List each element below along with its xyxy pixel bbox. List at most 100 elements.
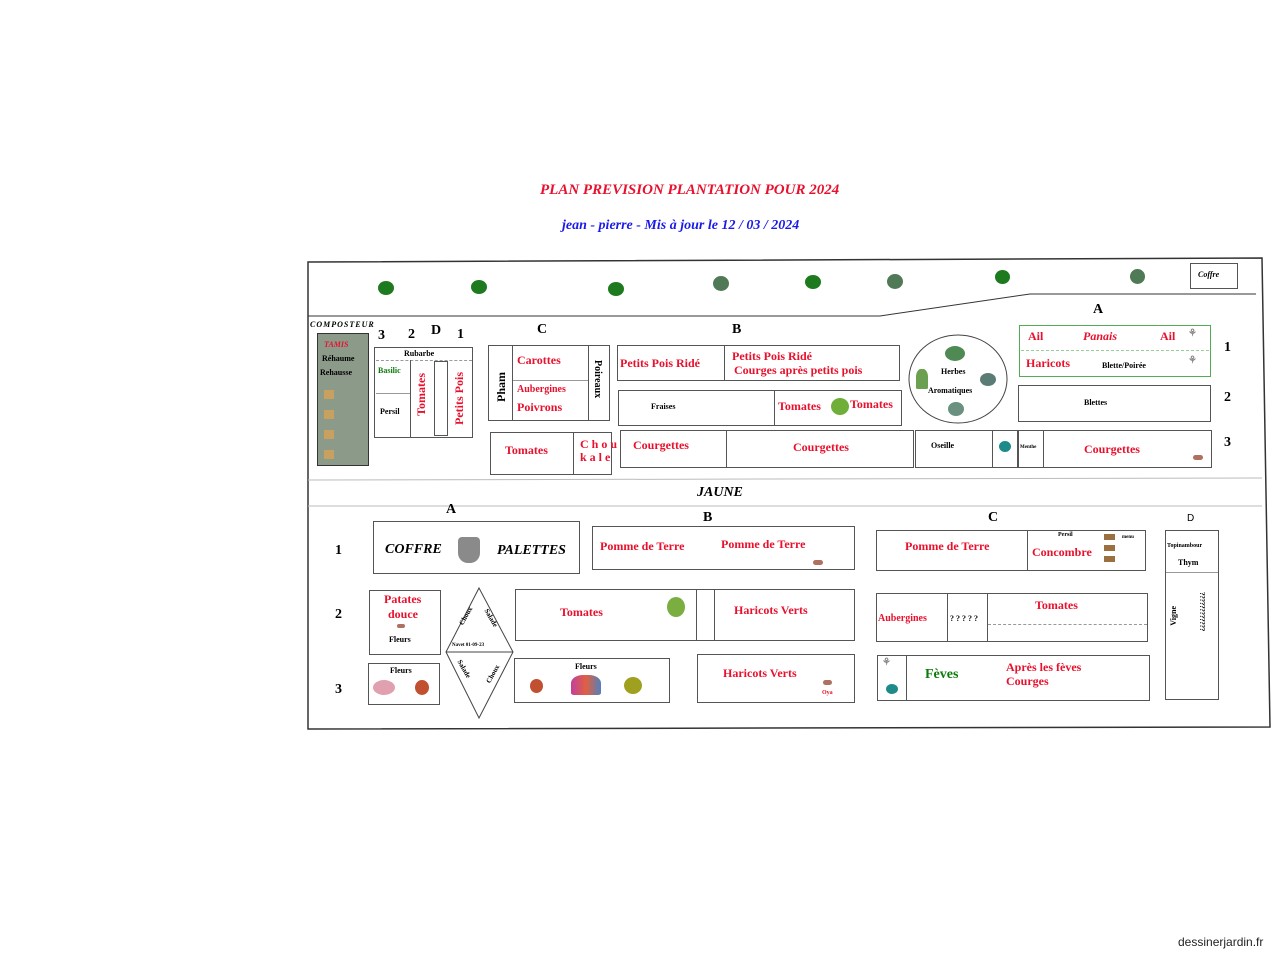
vigne-plants: ? ? ? ? ? ? ? ? ? ? ? ? (1198, 592, 1206, 631)
palettes-label: PALETTES (497, 543, 566, 558)
tomates-c3-label: Tomates (505, 443, 548, 457)
questions-label: ? ? ? ? ? (950, 614, 978, 623)
bed-a-2[interactable] (1018, 385, 1211, 422)
tomates-c2-label: Tomates (1035, 598, 1078, 612)
tree-icon (471, 280, 487, 294)
fleurs-1-label: Fleurs (389, 635, 411, 644)
tree-icon (995, 270, 1010, 284)
divider (988, 624, 1147, 625)
patates-label: Patates (384, 592, 422, 606)
douce-label: douce (388, 607, 418, 621)
apres-feves-label: Après les fèves (1006, 660, 1082, 674)
page-subtitle: jean - pierre - Mis à jour le 12 / 03 / … (562, 218, 800, 233)
oya-label: Oya (822, 690, 833, 696)
divider (1043, 431, 1044, 467)
bed-c2-bottom[interactable] (876, 593, 1148, 642)
oya-icon (813, 560, 823, 565)
vigne-label: Vigne (1169, 606, 1178, 626)
col-3-label: 3 (378, 328, 385, 343)
row-1-label: 1 (1224, 340, 1231, 355)
bed-b-3[interactable] (620, 430, 914, 468)
divider (906, 656, 907, 700)
bed-b-2[interactable] (618, 390, 902, 426)
flower-icon (571, 675, 601, 695)
basilic-label: Basilic (378, 366, 401, 375)
semis-date-label: Navet 01-09-23 (452, 643, 485, 648)
pham-label: Pham (494, 372, 508, 402)
divider (774, 391, 775, 425)
concombre-label: Concombre (1032, 545, 1092, 559)
bottom-col-a-label: A (446, 502, 457, 517)
col-d-label: D (431, 323, 442, 338)
poivrons-label: Poivrons (517, 400, 563, 414)
bed-b-1[interactable] (617, 345, 900, 381)
composteur-label: COMPOSTEUR (310, 320, 375, 329)
divider (724, 346, 725, 380)
sprout-icon: ⚘ (1188, 355, 1197, 366)
haricots-label: Haricots (1026, 356, 1070, 370)
petits-pois-ride-label-2: Petits Pois Ridé (732, 349, 812, 363)
col-c-label: C (537, 322, 548, 337)
bed-b2-bottom[interactable] (515, 589, 855, 641)
bed-a-3[interactable] (1018, 430, 1212, 468)
herbes-label: Herbes (941, 367, 966, 376)
tree-icon (713, 276, 729, 291)
menthe-label: Menthe (1020, 445, 1037, 450)
bed-d-bottom[interactable] (1165, 530, 1219, 700)
petits-pois-vertical-label: Petits Pois (452, 372, 466, 425)
col-b-label: B (732, 322, 742, 337)
courgettes-3-label: Courgettes (1084, 442, 1140, 456)
wheelbarrow-icon (458, 537, 480, 563)
aromatiques-label: Aromatiques (928, 386, 973, 395)
courgettes-1-label: Courgettes (633, 438, 689, 452)
chou-kale-label: Chou kale (580, 437, 621, 464)
tree-icon (378, 281, 394, 295)
courges-label: Courges (1006, 674, 1049, 688)
bed-c-3[interactable] (490, 432, 612, 475)
herb-icon (945, 346, 965, 361)
tree-icon (1130, 269, 1145, 284)
herb-icon (916, 369, 928, 389)
bed-c-12[interactable] (488, 345, 610, 421)
composteur-box[interactable] (317, 333, 369, 466)
bed-b1-bottom[interactable] (592, 526, 855, 570)
bed-d[interactable] (374, 347, 473, 438)
pdt-1-label: Pomme de Terre (600, 539, 685, 553)
row-3-label: 3 (1224, 435, 1231, 450)
flower-icon (415, 680, 429, 695)
divider (1166, 572, 1218, 573)
bottom-row-1-label: 1 (335, 543, 342, 558)
bed-a2-bottom[interactable] (369, 590, 441, 655)
fraises-label: Fraises (651, 402, 676, 411)
coffre-box[interactable] (1190, 263, 1238, 289)
crate-icon (1104, 534, 1115, 540)
divider (726, 431, 727, 467)
flower-icon (373, 680, 395, 695)
bottom-col-c-label: C (988, 510, 999, 525)
crate-icon (1104, 545, 1115, 551)
crate-icon (324, 390, 334, 399)
bed-b3-bottom[interactable] (697, 654, 855, 703)
crate-icon (324, 430, 334, 439)
poireaux-label: Poireaux (592, 360, 603, 399)
divider (573, 433, 574, 474)
menu-label: menu (1122, 535, 1134, 540)
water-icon (999, 441, 1011, 452)
ail-1-label: Ail (1028, 329, 1044, 343)
topinambour-label: Topinambour (1167, 543, 1203, 549)
bottom-row-2-label: 2 (335, 607, 342, 622)
oya-icon (1193, 455, 1203, 460)
flower-icon (530, 679, 543, 693)
courges-apres-label: Courges après petits pois (734, 363, 863, 377)
courgettes-2-label: Courgettes (793, 440, 849, 454)
bed-c3-bottom[interactable] (877, 655, 1150, 701)
coffre-label: Coffre (1198, 270, 1220, 279)
bed-a-1[interactable] (1019, 325, 1211, 377)
divider (376, 393, 410, 394)
bed-c1-bottom[interactable] (876, 530, 1146, 571)
crate-icon (324, 410, 334, 419)
persil-label: Persil (380, 407, 400, 416)
small-bed[interactable] (434, 361, 448, 436)
tomates-vertical-label: Tomates (414, 373, 428, 416)
tree-icon (608, 282, 624, 296)
